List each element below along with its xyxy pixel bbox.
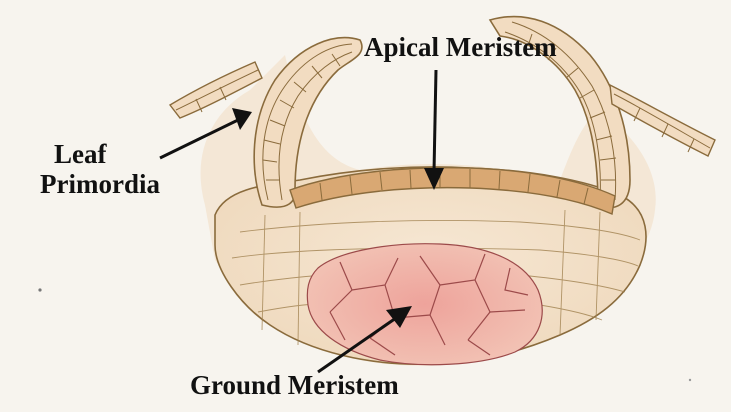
leaf-primordia-label-line1: Leaf	[40, 140, 160, 170]
leaf-primordia-label: Leaf Primordia	[40, 140, 160, 199]
apical-meristem-label: Apical Meristem	[364, 33, 557, 63]
leaf-primordia-label-line2: Primordia	[40, 170, 160, 200]
speck	[38, 288, 41, 291]
apical-meristem-arrow	[424, 70, 444, 190]
ground-meristem-label: Ground Meristem	[190, 371, 399, 401]
speck	[689, 379, 691, 381]
